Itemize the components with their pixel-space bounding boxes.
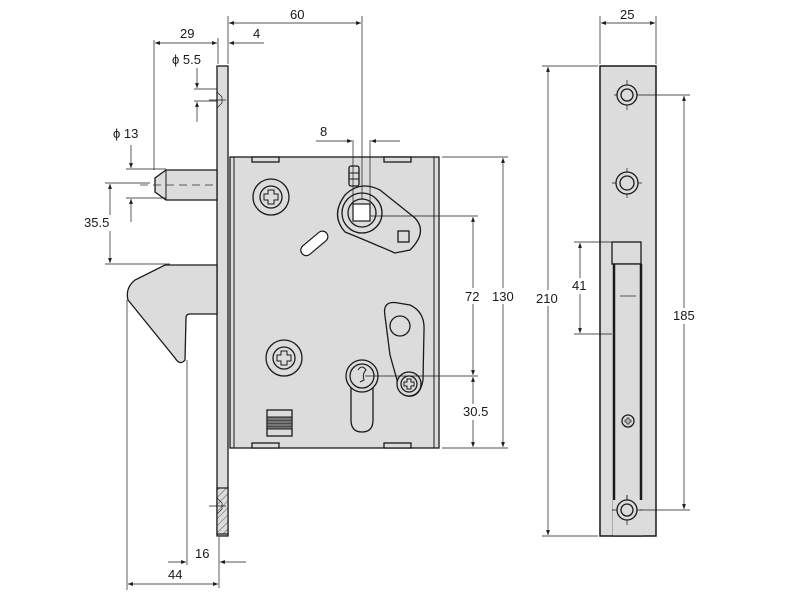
dim-screw-hole-dia: ϕ 5.5: [172, 52, 201, 67]
side-view: [126, 65, 440, 537]
dim-spindle-offset: 8: [320, 124, 327, 139]
spindle-follower: [336, 185, 422, 254]
dim-faceplate-width: 25: [620, 7, 634, 22]
spring-block: [266, 409, 293, 437]
side-view-dimensions: 60 29 4 ϕ 5.5 ϕ 13 35.5 8: [82, 7, 518, 590]
dim-hook-projection: 44: [168, 567, 182, 582]
hook-window: [611, 241, 643, 537]
faceplate-hatched-section: [216, 487, 229, 535]
hook-bolt: [126, 264, 218, 364]
dim-screw-spacing: 185: [673, 308, 695, 323]
front-view-dimensions: 25 210 41 185: [532, 7, 700, 537]
faceplate-side: [216, 65, 229, 537]
faceplate-small-screw: [621, 414, 635, 428]
screw-bottom-left: [265, 339, 303, 377]
dim-faceplate-height: 210: [536, 291, 558, 306]
cylinder-cutout: [345, 359, 379, 433]
front-view: [599, 65, 657, 537]
dim-body-depth: 60: [290, 7, 304, 22]
dim-hook-window: 41: [572, 278, 586, 293]
screw-top-left: [252, 178, 290, 216]
dim-pin-offset: 29: [180, 26, 194, 41]
faceplate-bolt-hole: [612, 168, 642, 198]
screw-lever: [396, 371, 422, 397]
dim-pin-dia: ϕ 13: [113, 126, 138, 141]
faceplate-screw-top: [614, 80, 640, 110]
dim-hook-throat: 16: [195, 546, 209, 561]
dim-faceplate-thickness: 4: [253, 26, 260, 41]
dim-hook-offset: 35.5: [84, 215, 109, 230]
dim-cylinder-to-bottom: 30.5: [463, 404, 488, 419]
dim-spindle-to-cylinder: 72: [465, 289, 479, 304]
dim-body-height: 130: [492, 289, 514, 304]
